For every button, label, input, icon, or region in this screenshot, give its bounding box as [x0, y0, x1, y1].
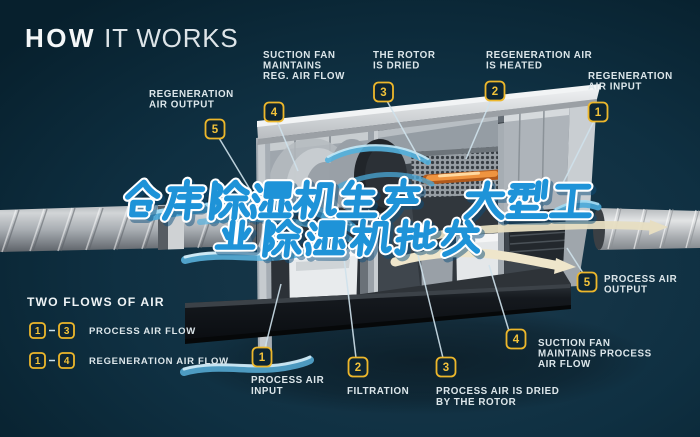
svg-text:INPUT: INPUT — [251, 386, 283, 397]
svg-text:REGENERATION AIR: REGENERATION AIR — [486, 50, 592, 61]
svg-text:1: 1 — [595, 107, 602, 119]
svg-text:3: 3 — [64, 326, 70, 337]
svg-text:1: 1 — [35, 356, 41, 367]
svg-text:PROCESS AIR: PROCESS AIR — [604, 274, 677, 285]
svg-text:PROCESS AIR: PROCESS AIR — [251, 375, 324, 386]
svg-text:2: 2 — [355, 362, 361, 374]
svg-text:4: 4 — [64, 356, 70, 367]
svg-text:IS DRIED: IS DRIED — [373, 61, 420, 72]
svg-text:MAINTAINS PROCESS: MAINTAINS PROCESS — [538, 349, 652, 360]
svg-text:5: 5 — [212, 124, 219, 136]
svg-text:OUTPUT: OUTPUT — [604, 285, 648, 296]
svg-text:FILTRATION: FILTRATION — [347, 386, 409, 397]
svg-text:5: 5 — [584, 277, 591, 289]
svg-text:AIR FLOW: AIR FLOW — [538, 359, 591, 370]
svg-text:REGENERATION AIR FLOW: REGENERATION AIR FLOW — [89, 356, 229, 367]
svg-text:BY THE ROTOR: BY THE ROTOR — [436, 397, 516, 408]
svg-text:PROCESS AIR FLOW: PROCESS AIR FLOW — [89, 326, 196, 337]
svg-text:1: 1 — [35, 326, 41, 337]
svg-text:REGENERATION: REGENERATION — [588, 71, 673, 82]
svg-text:TWO FLOWS OF AIR: TWO FLOWS OF AIR — [27, 295, 165, 309]
svg-text:AIR OUTPUT: AIR OUTPUT — [149, 100, 214, 111]
svg-text:3: 3 — [443, 362, 449, 374]
svg-text:AIR INPUT: AIR INPUT — [588, 82, 642, 93]
svg-text:IS HEATED: IS HEATED — [486, 61, 542, 72]
svg-text:1: 1 — [259, 352, 266, 364]
svg-text:SUCTION FAN: SUCTION FAN — [263, 50, 335, 61]
svg-text:REG. AIR FLOW: REG. AIR FLOW — [263, 71, 345, 82]
svg-text:HOW IT WORKS: HOW IT WORKS — [25, 23, 239, 53]
svg-text:MAINTAINS: MAINTAINS — [263, 61, 322, 72]
svg-text:2: 2 — [492, 86, 498, 98]
svg-text:REGENERATION: REGENERATION — [149, 89, 234, 100]
svg-text:4: 4 — [271, 107, 278, 119]
svg-text:PROCESS AIR IS DRIED: PROCESS AIR IS DRIED — [436, 386, 559, 397]
svg-text:4: 4 — [513, 334, 520, 346]
svg-text:3: 3 — [380, 87, 386, 99]
svg-text:THE ROTOR: THE ROTOR — [373, 50, 435, 61]
svg-text:SUCTION FAN: SUCTION FAN — [538, 338, 610, 349]
